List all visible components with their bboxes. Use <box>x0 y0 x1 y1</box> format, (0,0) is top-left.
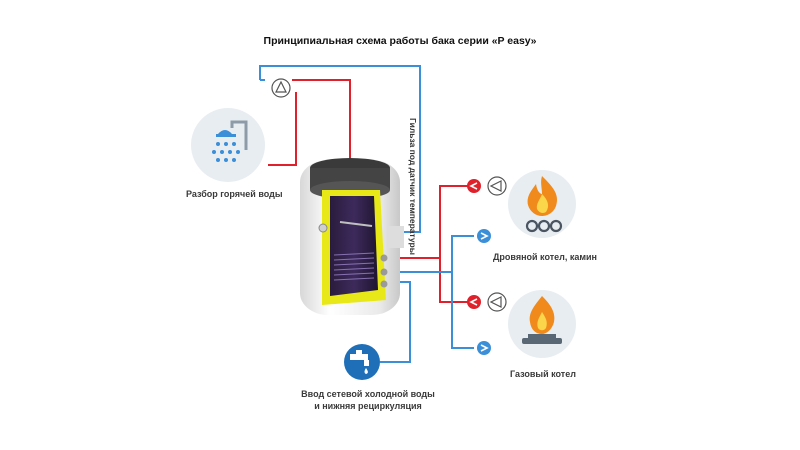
pump-recirculation <box>271 78 291 98</box>
tank-sensor-sleeve <box>388 226 404 248</box>
hot-flow-arrow-wood <box>467 179 481 193</box>
pump-gas <box>487 292 507 312</box>
heat-exchanger-coil <box>333 252 375 281</box>
hot-from-wood <box>439 185 474 303</box>
gas-burner-icon <box>508 290 576 358</box>
shower-icon <box>191 108 265 182</box>
return-gas <box>451 272 474 349</box>
diagram-title: Принципиальная схема работы бака серии «… <box>263 35 537 47</box>
hot-supply-pipe <box>292 79 351 160</box>
hot-water-pipes <box>268 79 474 303</box>
hot-flow-arrow-gas <box>467 295 481 309</box>
tank-port-lower <box>380 268 388 276</box>
tank-port-inlet <box>380 280 388 288</box>
label-cold-water-line1: Ввод сетевой холодной воды <box>301 389 435 399</box>
recirculation-pipe <box>259 65 421 233</box>
label-sensor-sleeve: Гильза под датчик температуры <box>408 118 418 255</box>
cold-flow-arrow-gas <box>477 341 491 355</box>
fire-wood-icon <box>508 170 576 238</box>
shower-feed <box>268 92 297 166</box>
cold-flow-arrow-wood <box>477 229 491 243</box>
tank-cutaway-interior <box>330 196 378 296</box>
label-wood-boiler: Дровяной котел, камин <box>493 252 597 262</box>
pump-wood <box>487 176 507 196</box>
return-wood <box>386 235 474 273</box>
label-cold-water-line2: и нижняя рециркуляция <box>314 401 422 411</box>
tank-port-upper <box>380 254 388 262</box>
sensor-rod <box>339 221 373 227</box>
label-hot-water: Разбор горячей воды <box>186 189 283 199</box>
water-tap-icon <box>344 344 380 380</box>
label-gas-boiler: Газовый котел <box>510 369 576 379</box>
tank-port-anode <box>318 223 328 233</box>
storage-tank <box>300 158 404 315</box>
